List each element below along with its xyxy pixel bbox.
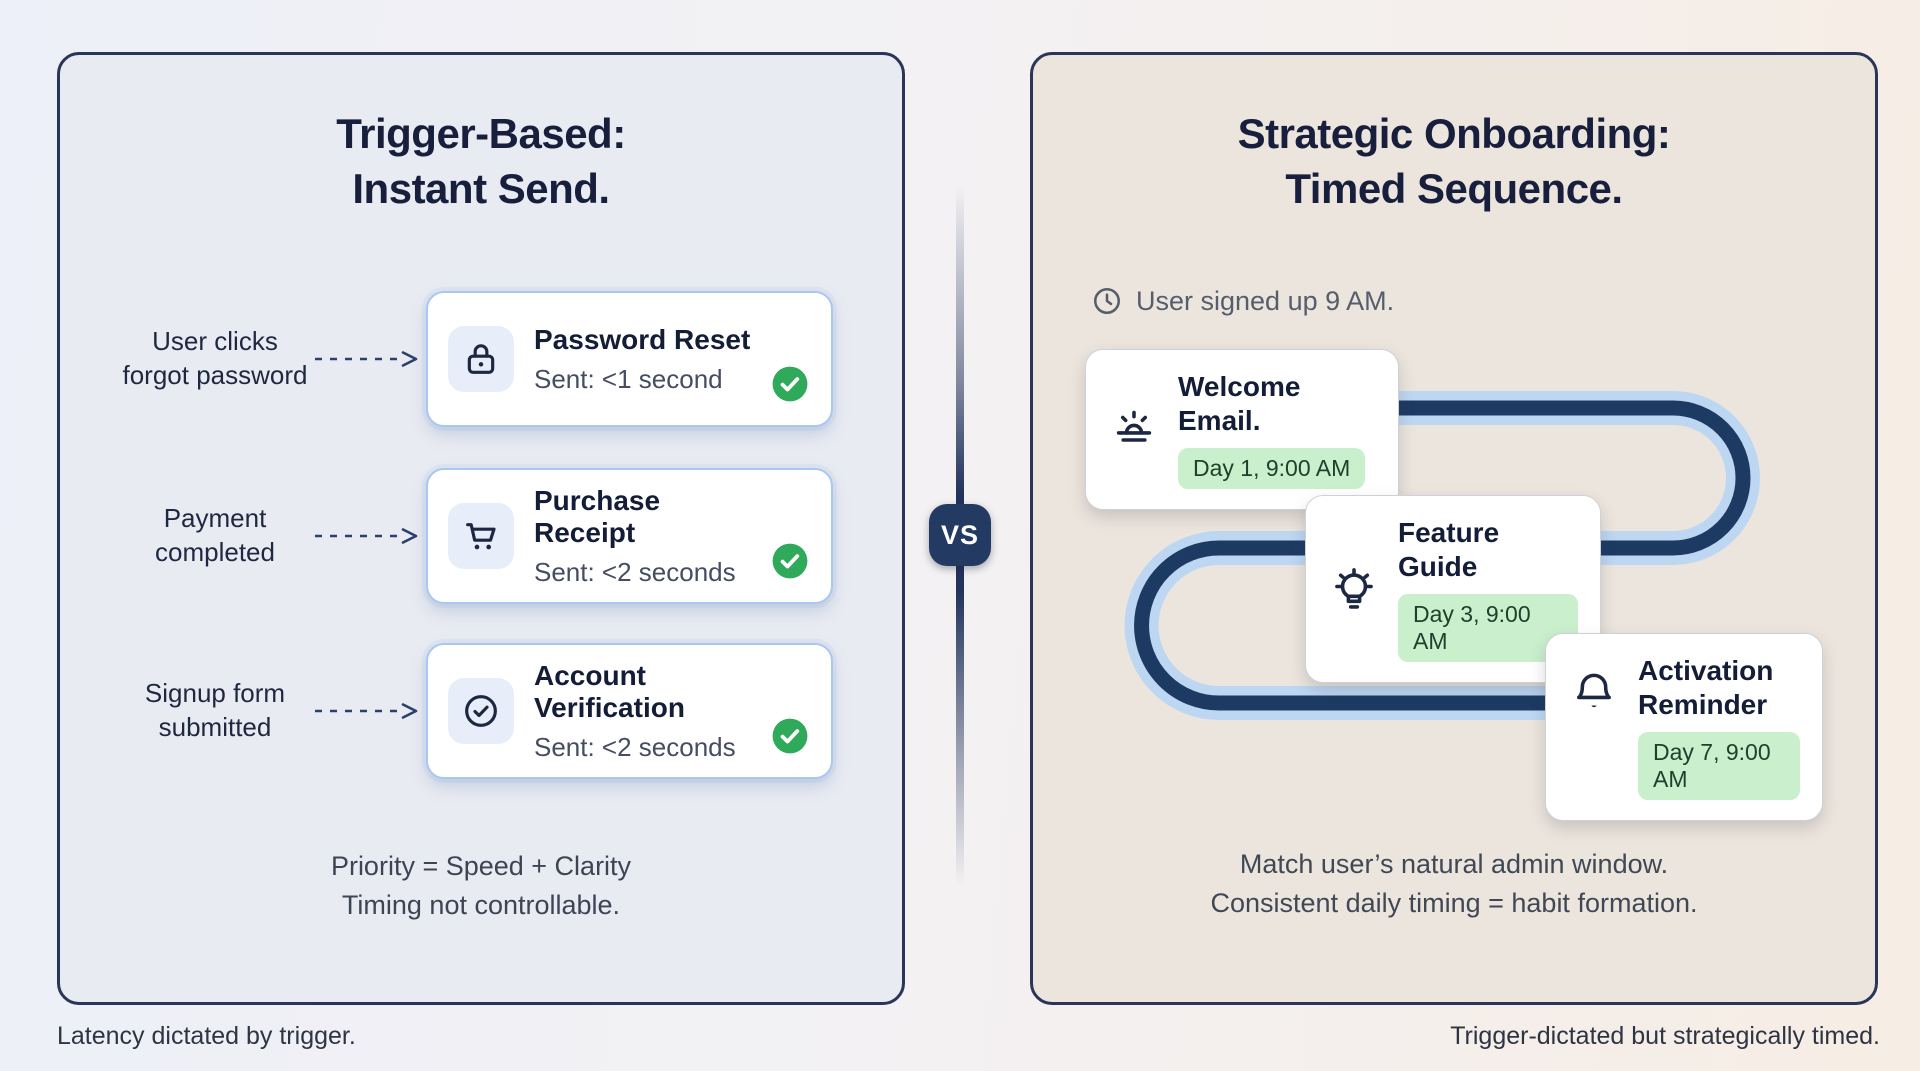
strategic-onboarding-panel: Strategic Onboarding: Timed Sequence. Us…: [1030, 52, 1878, 1005]
lock-icon: [448, 326, 514, 392]
step-info: Welcome Email. Day 1, 9:00 AM: [1178, 370, 1376, 490]
footer-line2: Timing not controllable.: [341, 890, 621, 921]
sunrise-icon: [1108, 404, 1160, 456]
event-info: Account Verification Sent: <2 seconds: [534, 660, 751, 763]
sequence-path: [1124, 391, 1760, 720]
trigger-text-line1: Payment: [163, 503, 267, 533]
welcome-email-card: Welcome Email. Day 1, 9:00 AM: [1085, 349, 1399, 511]
trigger-text-line2: completed: [155, 536, 275, 567]
right-title-line1: Strategic Onboarding:: [1237, 110, 1671, 157]
left-title-line2: Instant Send.: [352, 164, 610, 212]
left-panel-footer: Priority = Speed + Clarity Timing not co…: [60, 847, 902, 925]
trigger-label-signup: Signup form submitted: [90, 677, 340, 745]
step-title: Welcome Email.: [1178, 371, 1301, 437]
footer-line1: Priority = Speed + Clarity: [330, 851, 632, 881]
cart-icon: [448, 503, 514, 569]
step-title-line2: Reminder: [1638, 689, 1768, 721]
event-sent-time: Sent: <1 second: [534, 363, 723, 394]
event-info: Password Reset Sent: <1 second: [534, 324, 751, 395]
event-sent-time: Sent: <2 seconds: [534, 556, 736, 587]
event-title: Password Reset: [534, 323, 751, 355]
schedule-badge: Day 3, 9:00 AM: [1398, 594, 1578, 663]
left-title-line1: Trigger-Based:: [336, 110, 626, 157]
dashed-arrow-icon: [313, 526, 425, 546]
left-panel-title: Trigger-Based: Instant Send.: [60, 107, 902, 216]
step-title: Feature Guide: [1398, 517, 1500, 583]
trigger-label-forgot-password: User clicks forgot password: [90, 325, 340, 393]
step-info: Feature Guide Day 3, 9:00 AM: [1398, 516, 1578, 663]
activation-reminder-card: Activation Reminder Day 7, 9:00 AM: [1545, 633, 1823, 822]
success-check-icon: [771, 365, 809, 403]
vs-badge: VS: [929, 504, 991, 566]
left-bottom-caption: Latency dictated by trigger.: [57, 1022, 356, 1050]
vs-label: VS: [940, 519, 980, 550]
right-panel-footer: Match user’s natural admin window. Consi…: [1033, 845, 1875, 923]
trigger-text-line2: submitted: [158, 711, 272, 742]
trigger-text-line1: Signup form: [144, 678, 286, 708]
account-verification-card: Account Verification Sent: <2 seconds: [426, 643, 833, 779]
signup-note-text: User signed up 9 AM.: [1136, 285, 1395, 316]
footer-line2: Consistent daily timing = habit formatio…: [1210, 888, 1698, 919]
step-info: Activation Reminder Day 7, 9:00 AM: [1638, 654, 1800, 801]
trigger-based-panel: Trigger-Based: Instant Send. User clicks…: [57, 52, 905, 1005]
purchase-receipt-card: Purchase Receipt Sent: <2 seconds: [426, 468, 833, 604]
event-title: Account Verification: [534, 659, 685, 723]
event-sent-time: Sent: <2 seconds: [534, 731, 736, 762]
trigger-text-line2: forgot password: [122, 359, 308, 390]
feature-guide-card: Feature Guide Day 3, 9:00 AM: [1305, 495, 1601, 684]
right-bottom-caption: Trigger-dictated but strategically timed…: [1450, 1022, 1880, 1050]
event-info: Purchase Receipt Sent: <2 seconds: [534, 485, 751, 588]
password-reset-card: Password Reset Sent: <1 second: [426, 291, 833, 427]
lightbulb-icon: [1328, 563, 1380, 615]
footer-line1: Match user’s natural admin window.: [1239, 849, 1669, 879]
schedule-badge: Day 7, 9:00 AM: [1638, 732, 1800, 801]
signup-note: User signed up 9 AM.: [1091, 285, 1394, 317]
trigger-text-line1: User clicks: [152, 326, 278, 356]
success-check-icon: [771, 542, 809, 580]
right-title-line2: Timed Sequence.: [1285, 164, 1623, 212]
bell-icon: [1568, 666, 1620, 718]
clock-icon: [1091, 285, 1123, 317]
dashed-arrow-icon: [313, 701, 425, 721]
schedule-badge: Day 1, 9:00 AM: [1178, 448, 1366, 490]
step-title-line1: Activation: [1638, 655, 1774, 686]
check-circle-icon: [448, 678, 514, 744]
right-panel-title: Strategic Onboarding: Timed Sequence.: [1033, 107, 1875, 216]
success-check-icon: [771, 717, 809, 755]
dashed-arrow-icon: [313, 349, 425, 369]
event-title: Purchase Receipt: [534, 484, 661, 548]
trigger-label-payment: Payment completed: [90, 502, 340, 570]
